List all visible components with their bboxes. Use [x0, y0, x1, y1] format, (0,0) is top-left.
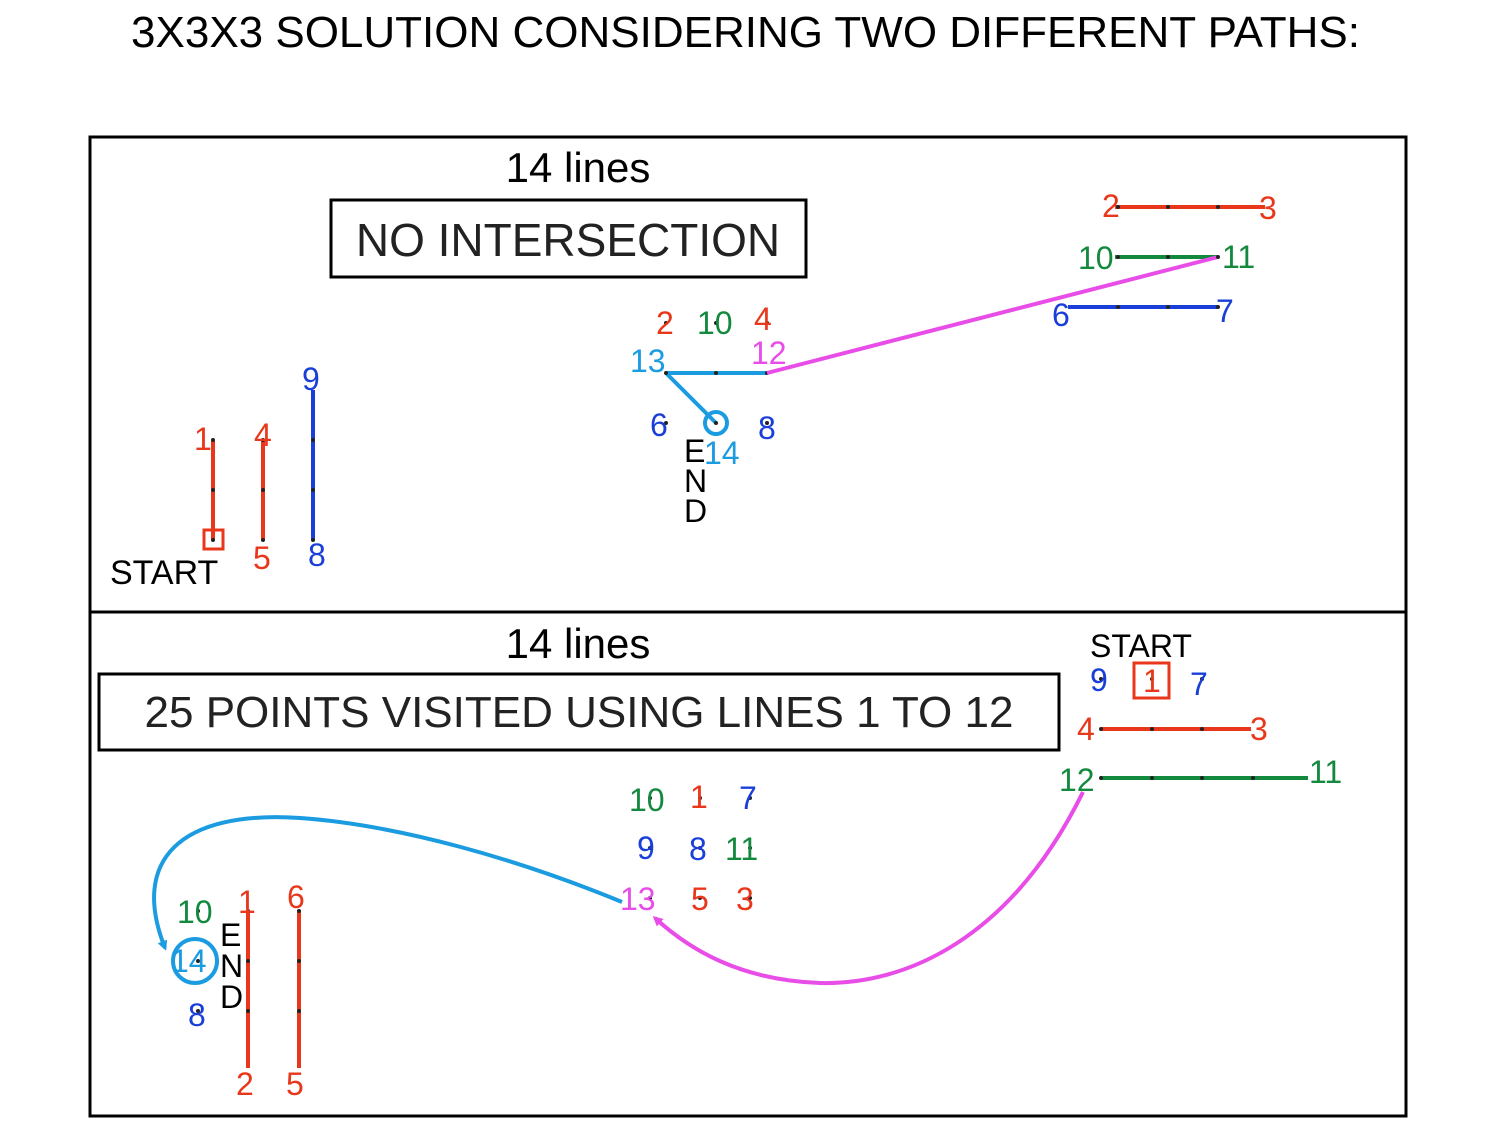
number-label: 13 — [630, 343, 666, 379]
number-label: 2 — [236, 1066, 254, 1102]
number-label: 7 — [1190, 666, 1208, 702]
number-label: 6 — [287, 879, 305, 915]
number-label: 10 — [697, 305, 733, 341]
end-letter: D — [220, 979, 243, 1015]
number-label: 6 — [1052, 297, 1070, 333]
end-letter: N — [684, 463, 707, 499]
lines-label: 14 lines — [506, 144, 651, 191]
grid-dots-left — [196, 909, 301, 1013]
number-label: 8 — [188, 997, 206, 1033]
panel-bottom-frame — [88, 610, 1408, 1118]
number-label: 9 — [1090, 662, 1108, 698]
lines-label: 14 lines — [506, 620, 651, 667]
end-letter: N — [220, 948, 243, 984]
number-label: 14 — [171, 943, 207, 979]
number-label: 2 — [656, 305, 674, 341]
number-label: 3 — [1250, 711, 1268, 747]
number-label: 4 — [1077, 711, 1095, 747]
grid-dots-right — [1116, 205, 1220, 309]
intersection-label: NO INTERSECTION — [356, 214, 780, 266]
page-title: 3X3X3 SOLUTION CONSIDERING TWO DIFFERENT… — [131, 8, 1360, 57]
number-label: 3 — [736, 881, 754, 917]
grid-dots-middle — [664, 321, 769, 425]
path-line-12 — [766, 255, 1219, 375]
path-line-14 — [152, 815, 623, 951]
number-label: 10 — [177, 894, 213, 930]
number-label: 4 — [254, 417, 272, 453]
number-label: 1 — [238, 884, 256, 920]
end-letter: E — [220, 917, 241, 953]
number-label: 9 — [302, 361, 320, 397]
number-label: 7 — [1216, 293, 1234, 329]
number-label: 11 — [725, 831, 758, 867]
end-letter: D — [684, 493, 707, 529]
number-label: 8 — [308, 537, 326, 573]
grid-dots-left — [211, 438, 315, 542]
end-marker — [703, 410, 729, 436]
points-box — [97, 672, 1061, 752]
number-label: 12 — [751, 335, 787, 371]
number-label: 11 — [1222, 239, 1255, 275]
intersection-box — [329, 198, 808, 279]
number-label: 7 — [739, 780, 757, 816]
number-label: 4 — [754, 301, 772, 337]
number-label: 5 — [253, 540, 271, 576]
grid-dots-middle — [648, 796, 752, 900]
grid-dots-right — [1099, 677, 1255, 780]
number-label: 5 — [286, 1066, 304, 1102]
number-label: 2 — [1102, 188, 1120, 224]
number-label: 1 — [690, 779, 708, 815]
number-label: 13 — [620, 881, 656, 917]
path-line-13 — [652, 791, 1085, 986]
number-label: 6 — [650, 407, 668, 443]
number-label: 10 — [1078, 240, 1114, 276]
panel-bottom: 14 lines 25 POINTS VISITED USING LINES 1… — [88, 610, 1408, 1118]
number-label: 8 — [689, 831, 707, 867]
number-label: 5 — [691, 881, 709, 917]
end-letter: E — [684, 433, 705, 469]
points-label: 25 POINTS VISITED USING LINES 1 TO 12 — [145, 688, 1014, 737]
number-label: 3 — [1259, 190, 1277, 226]
number-label: 1 — [194, 421, 212, 457]
number-label: 12 — [1059, 762, 1095, 798]
number-label: 10 — [629, 782, 665, 818]
end-marker — [171, 937, 219, 985]
panel-top: 14 lines NO INTERSECTION START 1 4 9 5 8… — [88, 135, 1408, 614]
number-label: 1 — [1143, 663, 1161, 699]
start-label: START — [1090, 628, 1192, 664]
number-label: 8 — [758, 410, 776, 446]
number-label: 14 — [704, 435, 740, 471]
number-label: 9 — [637, 830, 655, 866]
start-marker — [1132, 661, 1171, 700]
start-label: START — [110, 554, 218, 592]
start-marker — [202, 528, 225, 551]
number-label: 11 — [1309, 754, 1342, 790]
